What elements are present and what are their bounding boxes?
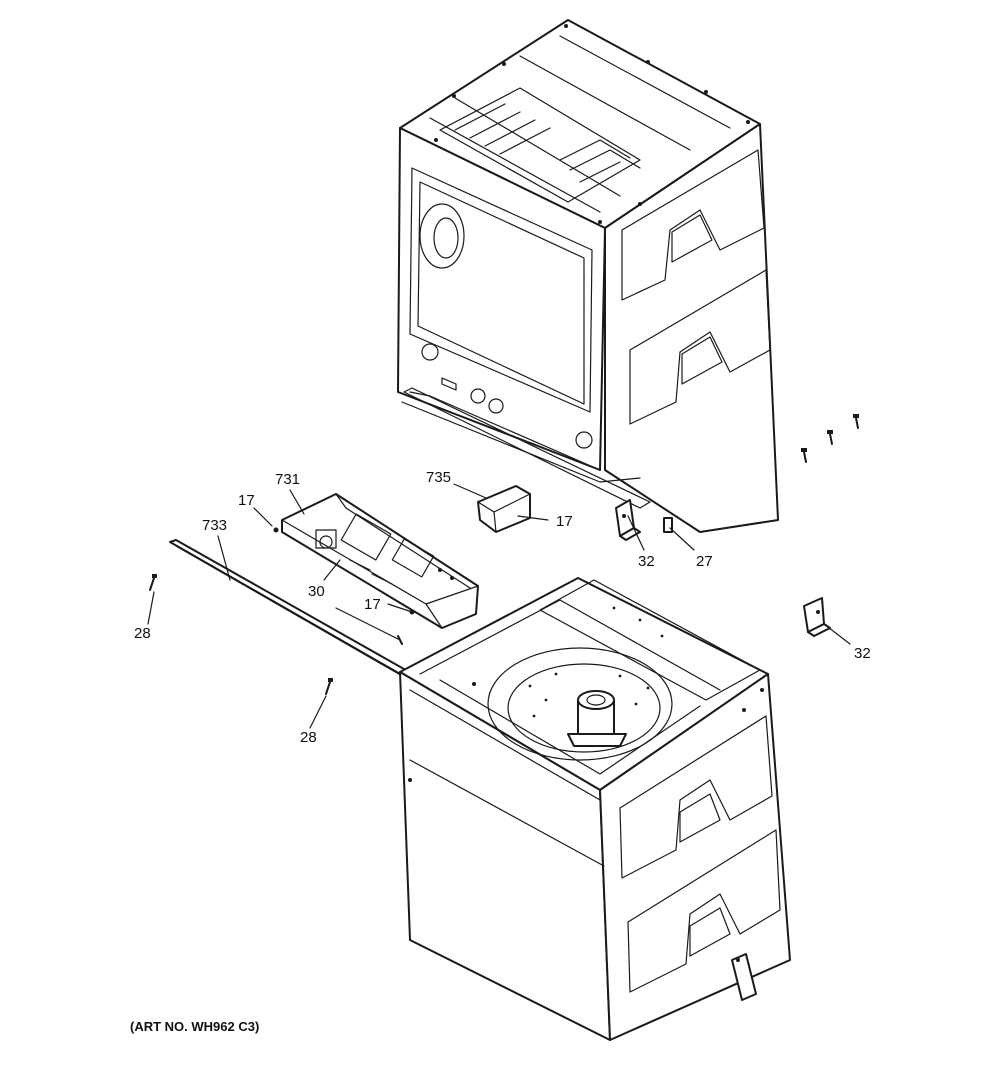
callout-17-board: 17 <box>364 596 381 613</box>
callout-32-right: 32 <box>854 645 871 662</box>
dryer-cabinet <box>397 19 779 533</box>
leader-lines <box>147 483 851 729</box>
control-board-731 <box>281 493 479 629</box>
callout-28-left: 28 <box>134 625 151 642</box>
dryer-front-rail <box>403 387 651 509</box>
callout-30: 30 <box>308 583 325 600</box>
callout-labels: 731 735 17 17 17 733 30 28 28 32 27 32 <box>134 469 871 746</box>
art-number-note: (ART NO. WH962 C3) <box>130 1019 259 1034</box>
callout-17-bracket: 17 <box>556 513 573 530</box>
callout-32-upper: 32 <box>638 553 655 570</box>
bracket-32-right <box>803 597 831 637</box>
callout-731: 731 <box>275 471 300 488</box>
callout-27: 27 <box>696 553 713 570</box>
callout-733: 733 <box>202 517 227 534</box>
callout-28-center: 28 <box>300 729 317 746</box>
callout-17-left: 17 <box>238 492 255 509</box>
dryer-screws <box>801 414 859 463</box>
bracket-735 <box>477 485 531 533</box>
callout-735: 735 <box>426 469 451 486</box>
control-box-screws <box>273 527 415 645</box>
clip-27 <box>663 517 673 533</box>
screws-28 <box>149 574 333 695</box>
washer-cabinet <box>399 577 791 1041</box>
